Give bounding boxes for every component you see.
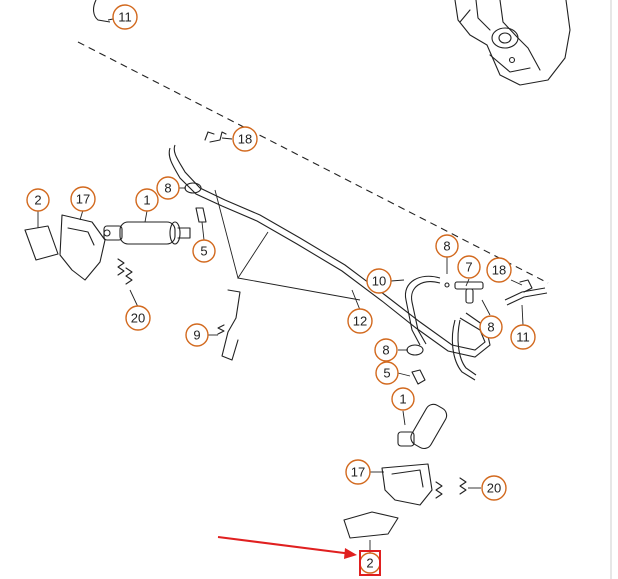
- callout-1-lower: 1: [391, 387, 415, 411]
- hose-10: [404, 275, 441, 346]
- callout-10-label: 10: [372, 274, 386, 289]
- callout-2-lower: 2: [359, 552, 381, 574]
- callout-5-lower-label: 5: [383, 366, 390, 381]
- bumper-bracket: [454, 0, 571, 86]
- callout-20-lower-label: 20: [487, 481, 501, 496]
- nozzle-housing-left: [59, 214, 106, 281]
- highlight-box: [359, 550, 381, 576]
- callout-8-lower: 8: [374, 338, 398, 362]
- callout-11-right: 11: [510, 324, 536, 350]
- callout-8-left: 8: [156, 176, 180, 200]
- hose-top: [93, 0, 111, 23]
- callout-8-left-label: 8: [164, 181, 171, 196]
- callout-5-left: 5: [192, 239, 216, 263]
- callout-8-right-label: 8: [487, 320, 494, 335]
- callout-20-left-label: 20: [131, 311, 145, 326]
- cover-cap-lower: [343, 511, 399, 539]
- callout-2-lower-label: 2: [366, 556, 373, 571]
- hose-lower-loop: [451, 319, 477, 381]
- callout-8-right: 8: [479, 315, 503, 339]
- callout-12: 12: [347, 308, 373, 334]
- callout-8-mid: 8: [435, 234, 459, 258]
- spring-20-left: [117, 258, 133, 285]
- retainer-9: [217, 289, 241, 361]
- callout-9: 9: [185, 323, 209, 347]
- callout-20-lower: 20: [481, 475, 507, 501]
- callout-20-left: 20: [125, 305, 151, 331]
- callout-18-top: 18: [232, 126, 258, 152]
- clip-18-top: [204, 131, 227, 143]
- callout-9-label: 9: [193, 328, 200, 343]
- washer-pump-left: [103, 221, 191, 245]
- callout-1-lower-label: 1: [399, 392, 406, 407]
- callout-7-label: 7: [465, 260, 472, 275]
- callout-8-lower-label: 8: [382, 343, 389, 358]
- callout-1-left-label: 1: [143, 193, 150, 208]
- callout-17-lower: 17: [345, 459, 371, 485]
- callout-11-top-label: 11: [118, 10, 132, 25]
- callout-18-right-label: 18: [492, 263, 506, 278]
- callout-8-mid-label: 8: [443, 239, 450, 254]
- callout-11-right-label: 11: [516, 330, 530, 345]
- callout-7: 7: [457, 255, 481, 279]
- callout-1-left: 1: [135, 188, 159, 212]
- t-connector-7: [444, 281, 484, 304]
- hose-12: [168, 144, 491, 358]
- callout-2-left: 2: [26, 188, 50, 212]
- callout-18-right: 18: [486, 257, 512, 283]
- highlight-arrow: [217, 536, 357, 559]
- callout-17-left-label: 17: [76, 192, 90, 207]
- callout-2-left-label: 2: [34, 193, 41, 208]
- nozzle-housing-lower: [381, 463, 433, 506]
- callout-18-top-label: 18: [238, 132, 252, 147]
- callout-12-label: 12: [353, 314, 367, 329]
- callout-10: 10: [366, 268, 392, 294]
- section-boundary-line: [77, 41, 549, 284]
- hose-11-right: [504, 287, 548, 306]
- cover-cap-left: [24, 225, 59, 261]
- callout-11-top: 11: [112, 4, 138, 30]
- callout-17-lower-label: 17: [351, 465, 365, 480]
- callout-5-lower: 5: [375, 361, 399, 385]
- clip-18-right: [519, 279, 533, 293]
- callout-17-left: 17: [70, 186, 96, 212]
- callout-5-left-label: 5: [200, 244, 207, 259]
- spring-20-lower: [435, 477, 467, 499]
- connector-5-left: [195, 207, 207, 223]
